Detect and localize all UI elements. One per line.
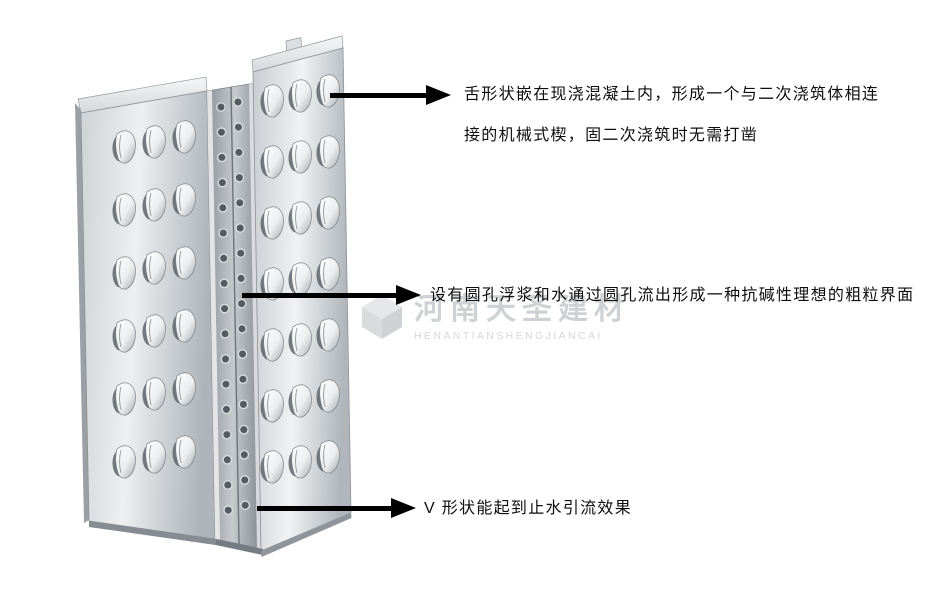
drain-hole [239, 475, 250, 485]
drain-hole [239, 449, 250, 460]
drain-hole [219, 278, 230, 289]
vshape-annotation-text: V 形状能起到止水引流效果 [424, 500, 633, 517]
drain-hole [234, 172, 245, 183]
drain-hole [216, 102, 226, 112]
drain-hole [222, 480, 233, 490]
tongue-annotation-text-line1: 舌形状嵌在现浇混凝土内，形成一个与二次浇筑体相连 [464, 86, 880, 103]
drain-hole [240, 500, 251, 511]
drain-hole [221, 429, 232, 440]
right-panel-bottom-edge [261, 513, 352, 557]
drain-holes-layer [216, 97, 251, 516]
drain-hole [219, 303, 230, 314]
tongue-annotation-text-line2: 接的机械式楔，固二次浇筑时无需打凿 [464, 127, 759, 144]
holes-annotation-arrow-line [242, 293, 400, 298]
drain-hole [217, 202, 228, 213]
drain-hole [238, 374, 248, 385]
drain-hole [238, 399, 249, 410]
left-panel-side-edge [75, 103, 89, 523]
left-panel-bottom-edge [89, 521, 216, 545]
drain-hole [216, 152, 227, 163]
drain-hole [235, 248, 246, 259]
drain-hole [223, 505, 234, 516]
left-panel-face [80, 90, 216, 540]
drain-hole [236, 273, 247, 284]
drain-hole [235, 223, 246, 233]
drain-hole [237, 349, 248, 359]
holes-annotation-text: 设有圆孔浮浆和水通过圆孔流出形成一种抗碱性理想的粗粒界面 [430, 287, 915, 304]
drain-hole [238, 424, 249, 435]
holes-annotation-arrow-head [396, 285, 421, 305]
vshape-annotation-arrow-line [257, 506, 395, 511]
drain-hole [236, 298, 247, 309]
channel-left-fold-highlight [207, 90, 220, 540]
tongue-annotation-arrow-line [330, 93, 430, 98]
drain-hole [218, 253, 229, 264]
drain-hole [218, 228, 229, 238]
drain-hole [220, 328, 230, 339]
drain-hole [221, 379, 231, 390]
drain-hole [233, 147, 244, 158]
drain-hole [234, 197, 245, 208]
drain-hole [216, 127, 227, 138]
drain-hole [222, 454, 233, 465]
drain-hole [217, 177, 228, 188]
vshape-annotation-arrow-head [391, 498, 416, 518]
drain-hole [233, 122, 244, 133]
drain-hole [221, 404, 232, 415]
tongue-annotation-arrow-head [426, 85, 451, 105]
drain-hole [237, 323, 247, 334]
v-crease-line [230, 86, 240, 545]
drain-hole [233, 97, 243, 107]
drain-hole [220, 354, 231, 364]
channel-bottom-edge [215, 539, 263, 555]
